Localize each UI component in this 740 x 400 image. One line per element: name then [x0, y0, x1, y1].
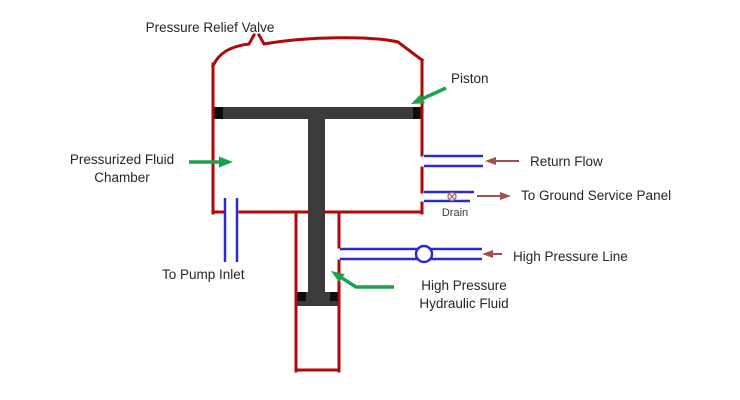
hp-fluid-pointer-line — [341, 276, 394, 289]
high-pressure-arrowhead — [482, 250, 493, 258]
flow-arrowheads — [482, 157, 511, 258]
piston-rod — [308, 118, 325, 294]
piston-foot — [297, 292, 339, 306]
check-valve-icon — [414, 244, 434, 264]
dome-left-arc — [211, 32, 257, 68]
piston-head — [214, 107, 422, 119]
piston-pointer-line — [422, 86, 447, 101]
label-pressurized-fluid-chamber: Pressurized Fluid Chamber — [69, 152, 175, 185]
pointer-arrowheads — [219, 94, 425, 283]
return-flow-arrowhead — [485, 157, 496, 165]
service-panel-arrowhead — [500, 192, 511, 200]
piston-assembly — [214, 107, 422, 306]
label-drain: Drain — [441, 207, 469, 219]
label-pressure-relief-valve: Pressure Relief Valve — [145, 20, 275, 35]
label-high-pressure-hydraulic-fluid: High Pressure Hydraulic Fluid — [419, 278, 509, 311]
seal-foot-right — [330, 292, 339, 301]
chamber-outline — [211, 32, 425, 373]
label-high-pressure-line: High Pressure Line — [513, 249, 628, 264]
label-return-flow: Return Flow — [530, 154, 603, 169]
hp-fluid-pointer-arrowhead — [331, 271, 345, 283]
label-piston: Piston — [451, 71, 489, 86]
seal-head-left — [214, 107, 223, 119]
drain-valve-icon — [447, 191, 457, 202]
piston-seals — [214, 107, 422, 301]
chamber-pointer-arrowhead — [219, 156, 233, 168]
label-to-pump-inlet: To Pump Inlet — [162, 267, 245, 282]
seal-head-right — [413, 107, 422, 119]
flow-arrows — [477, 160, 519, 255]
seal-foot-left — [297, 292, 306, 301]
piston-pointer-arrowhead — [411, 94, 425, 104]
fluid-pipes — [223, 154, 483, 264]
pointer-arrows — [189, 86, 447, 289]
dome-right-arc — [256, 32, 425, 63]
label-to-ground-service-panel: To Ground Service Panel — [521, 188, 672, 203]
